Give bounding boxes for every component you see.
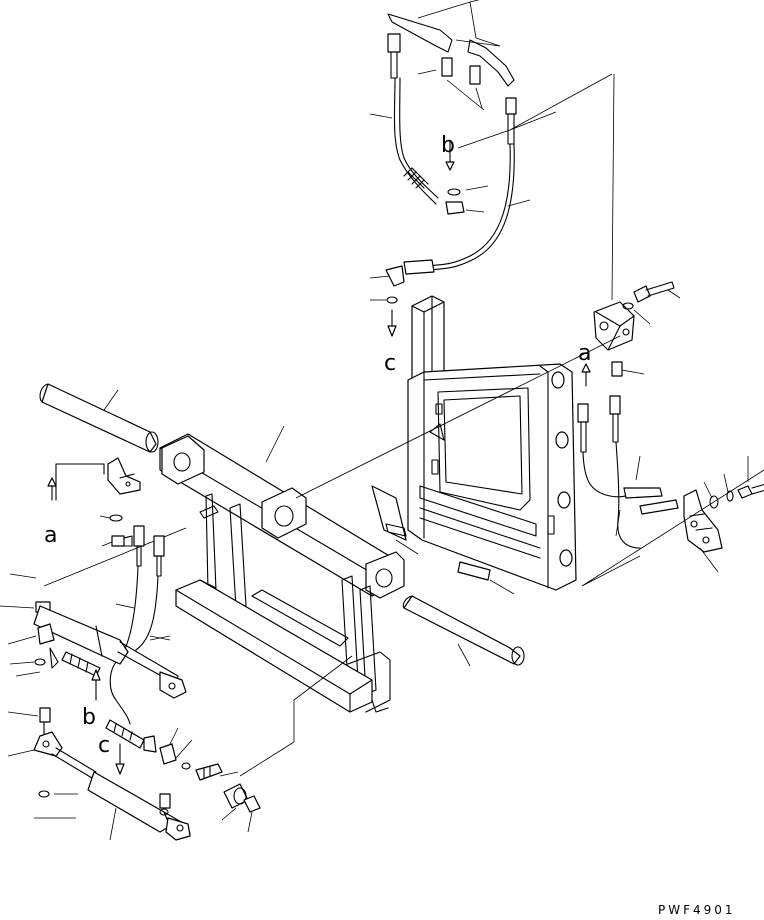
hydraulic-cylinder-lower: c — [7, 707, 295, 841]
main-bracket-frame — [43, 335, 621, 742]
left-clamp-assembly: a — [44, 457, 171, 725]
ref-label-b-upper: b — [441, 133, 455, 158]
drawing-code: PWF4901 — [658, 903, 736, 915]
ref-label-b-lower: b — [82, 705, 96, 730]
upper-pin — [39, 383, 159, 453]
carriage-frame — [371, 295, 577, 595]
top-hose-assembly: b c — [369, 0, 613, 376]
ref-label-c-upper: c — [384, 351, 396, 376]
hydraulic-cylinder-upper: b — [0, 573, 187, 730]
ref-label-c-lower: c — [98, 733, 110, 758]
valve-block-assembly: a — [577, 73, 764, 587]
ref-label-a-left: a — [44, 523, 57, 548]
lower-pin — [402, 595, 525, 667]
